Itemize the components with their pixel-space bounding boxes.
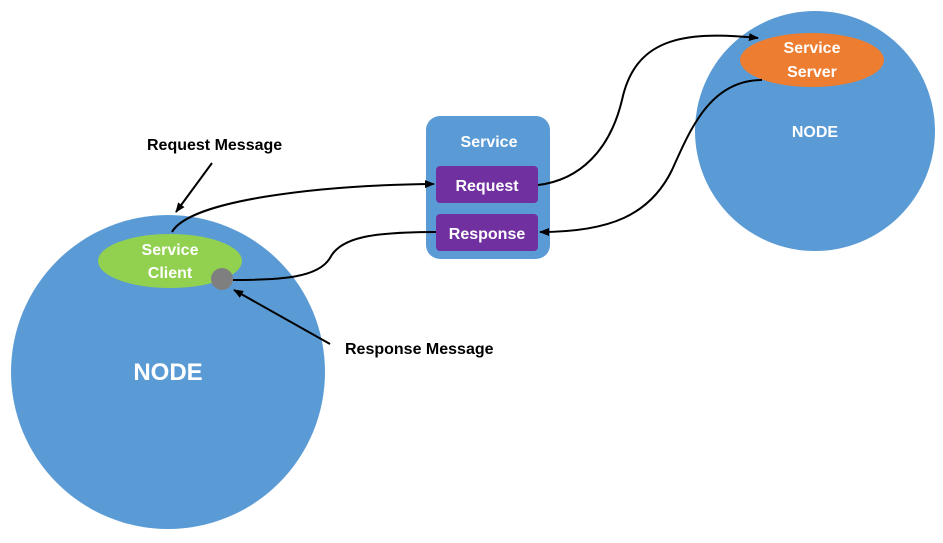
request-box-label: Request xyxy=(455,178,519,195)
service-box-title: Service xyxy=(461,134,518,151)
client-to-request-arrow xyxy=(171,180,435,233)
request-message-pointer xyxy=(175,162,213,213)
service-client-label-line2: Client xyxy=(148,265,193,282)
service-server-label-line1: Service xyxy=(784,40,841,57)
service-client-label-line1: Service xyxy=(142,242,199,259)
response-to-client-arrow xyxy=(232,231,437,281)
right-node-label: NODE xyxy=(792,124,839,141)
left-node-circle xyxy=(11,215,325,529)
request-to-server-arrow xyxy=(537,33,759,186)
service-server-label-line2: Server xyxy=(787,64,837,81)
request-box xyxy=(436,166,538,203)
server-to-response-arrow xyxy=(539,79,763,236)
response-box-label: Response xyxy=(449,226,526,243)
response-message-pointer xyxy=(233,289,331,345)
response-box xyxy=(436,214,538,251)
left-node-label: NODE xyxy=(133,359,202,386)
response-message-label: Response Message xyxy=(345,341,494,358)
service-client-ellipse xyxy=(98,234,242,288)
service-server-ellipse xyxy=(740,33,884,87)
request-message-label: Request Message xyxy=(147,137,282,154)
client-port-dot xyxy=(211,268,233,290)
